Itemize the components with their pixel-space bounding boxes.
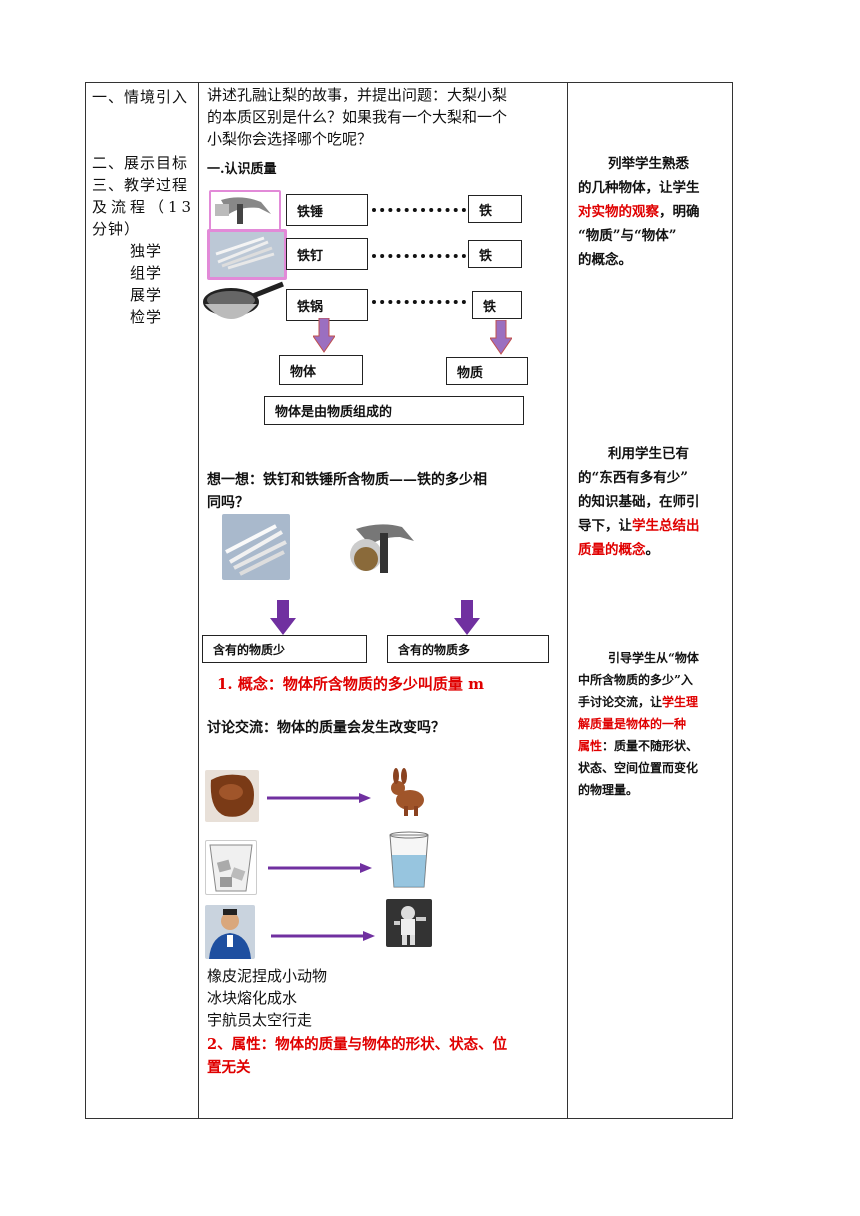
note-text: ：质量不随形状、 — [602, 739, 699, 753]
step-group: 组学 — [130, 264, 163, 282]
lesson-table — [85, 82, 733, 1119]
dotted-connector — [372, 300, 466, 304]
matter-label-box: 物质 — [446, 357, 528, 385]
examples-list: 橡皮泥捏成小动物 冰块熔化成水 宇航员太空行走 — [207, 965, 327, 1031]
property-line: 置无关 — [207, 1059, 251, 1076]
note-line: “物质”与“物体” — [578, 228, 677, 244]
note-line: 属性：质量不随形状、 — [578, 735, 730, 757]
column-divider — [567, 82, 568, 1119]
note-line: 引导学生从“物体 — [608, 651, 699, 665]
note-line: 的几种物体，让学生 — [578, 180, 700, 196]
down-arrow-icon — [270, 600, 296, 635]
intro-line: 小梨你会选择哪个吃呢？ — [207, 130, 373, 148]
note-line: 的概念。 — [578, 252, 632, 268]
water-glass-image — [386, 831, 432, 891]
material-box: 铁 — [468, 240, 522, 268]
mass-property: 2、属性：物体的质量与物体的形状、状态、位 置无关 — [207, 1033, 565, 1079]
note-text: 手讨论交流，让 — [578, 695, 663, 709]
think-line: 想一想：铁钉和铁锤所含物质——铁的多少相 — [207, 472, 487, 488]
step-solo: 独学 — [130, 242, 163, 260]
note-highlight: 学生总结出 — [632, 518, 700, 534]
example-item: 冰块熔化成水 — [207, 989, 298, 1007]
dotted-connector — [372, 254, 466, 258]
object-label-box: 物体 — [279, 355, 363, 385]
down-arrow-icon — [490, 320, 512, 355]
intro-line: 讲述孔融让梨的故事，并提出问题：大梨小梨 — [207, 86, 508, 104]
nails-image — [207, 229, 287, 280]
note-highlight: 学生理 — [662, 695, 699, 709]
note-highlight: 对实物的观察 — [578, 204, 659, 220]
wok-image — [201, 278, 285, 330]
note-text: 导下，让 — [578, 518, 632, 534]
step-check: 检学 — [130, 308, 163, 326]
section-intro: 一、情境引入 — [92, 88, 189, 106]
heading-know-mass: 一.认识质量 — [207, 162, 277, 177]
clay-animal-image — [382, 768, 434, 820]
clay-image — [205, 770, 259, 822]
note-line: 手讨论交流，让学生理 — [578, 691, 730, 713]
note-property: 引导学生从“物体 中所含物质的多少”入 手讨论交流，让学生理 解质量是物体的一种… — [578, 647, 730, 801]
note-line: 的知识基础，在师引 — [578, 494, 700, 510]
more-matter-box: 含有的物质多 — [387, 635, 549, 663]
conclusion-box: 物体是由物质组成的 — [264, 396, 524, 425]
note-text: 。 — [645, 542, 660, 558]
hammer-photo — [350, 515, 416, 577]
note-line: 状态、空间位置而变化 — [578, 761, 699, 775]
column-divider — [198, 82, 199, 1119]
object-box: 铁钉 — [286, 238, 368, 270]
note-line: 列举学生熟悉 — [608, 156, 689, 172]
down-arrow-icon — [454, 600, 480, 635]
note-line: 解质量是物体的一种 — [578, 717, 687, 731]
dotted-connector — [372, 208, 466, 212]
section-process-cont: 及流程（13 — [92, 198, 196, 216]
ice-image — [205, 840, 257, 895]
section-process: 三、教学过程 — [92, 176, 189, 194]
property-line: 2、属性：物体的质量与物体的形状、状态、位 — [207, 1036, 508, 1053]
note-line: 导下，让学生总结出 — [578, 514, 730, 538]
spacewalk-image — [386, 899, 432, 947]
note-line: 对实物的观察，明确 — [578, 200, 730, 224]
discuss-question: 讨论交流：物体的质量会发生改变吗？ — [207, 720, 445, 736]
think-line: 同吗？ — [207, 495, 249, 511]
section-goals: 二、展示目标 — [92, 154, 189, 172]
intro-text: 讲述孔融让梨的故事，并提出问题：大梨小梨 的本质区别是什么？如果我有一个大梨和一… — [207, 84, 565, 150]
note-line: 质量的概念。 — [578, 538, 730, 562]
nails-photo — [222, 514, 290, 580]
object-box: 铁锅 — [286, 289, 368, 321]
note-line: 的物理量。 — [578, 783, 639, 797]
section-process-cont2: 分钟） — [92, 220, 141, 238]
mass-concept: 1. 概念：物体所含物质的多少叫质量 m — [217, 675, 484, 693]
note-line: 的“东西有多有少” — [578, 470, 689, 486]
material-box: 铁 — [472, 291, 522, 319]
note-line: 中所含物质的多少”入 — [578, 673, 693, 687]
note-highlight: 质量的概念 — [578, 542, 646, 558]
less-matter-box: 含有的物质少 — [202, 635, 367, 663]
note-objects: 列举学生熟悉 的几种物体，让学生 对实物的观察，明确 “物质”与“物体” 的概念… — [578, 152, 730, 272]
right-arrow-icon — [271, 931, 375, 941]
note-text: ，明确 — [659, 204, 700, 220]
down-arrow-icon — [313, 318, 335, 353]
astronaut-portrait — [205, 905, 255, 959]
step-show: 展学 — [130, 286, 163, 304]
intro-line: 的本质区别是什么？如果我有一个大梨和一个 — [207, 108, 508, 126]
think-question: 想一想：铁钉和铁锤所含物质——铁的多少相 同吗？ — [207, 469, 565, 515]
example-item: 宇航员太空行走 — [207, 1011, 313, 1029]
right-arrow-icon — [267, 793, 371, 803]
left-column: 一、情境引入 二、展示目标 三、教学过程 及流程（13 分钟） 独学 组学 展学… — [92, 86, 196, 328]
note-concept: 利用学生已有 的“东西有多有少” 的知识基础，在师引 导下，让学生总结出 质量的… — [578, 442, 730, 562]
object-box: 铁锤 — [286, 194, 368, 226]
note-line: 利用学生已有 — [608, 446, 689, 462]
note-highlight: 属性 — [578, 739, 603, 753]
right-arrow-icon — [268, 863, 372, 873]
hammer-image — [209, 190, 281, 232]
material-box: 铁 — [468, 195, 522, 223]
example-item: 橡皮泥捏成小动物 — [207, 967, 328, 985]
